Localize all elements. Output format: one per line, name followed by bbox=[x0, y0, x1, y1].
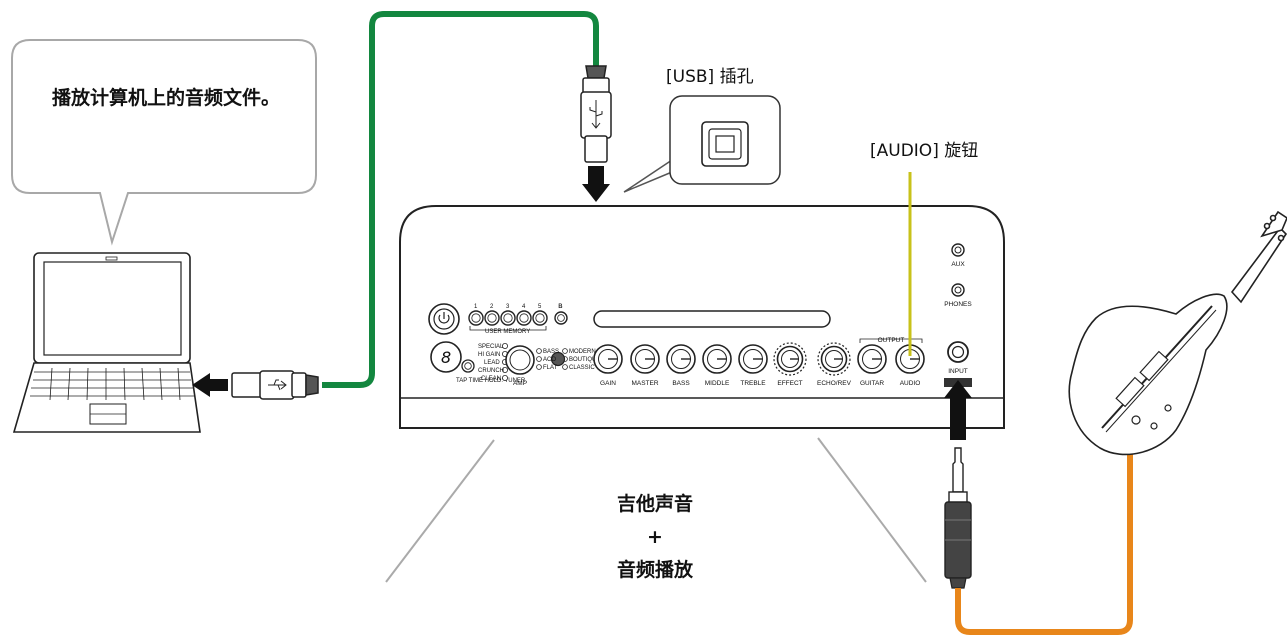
guide-line-right bbox=[817, 437, 927, 583]
knob-master bbox=[630, 344, 660, 374]
voicing-bass: BASS bbox=[543, 349, 559, 355]
laptop-icon bbox=[12, 252, 201, 433]
amp-type-special: SPECIAL bbox=[478, 344, 504, 350]
aux-jack bbox=[951, 243, 965, 257]
knob-echo-rev bbox=[817, 342, 851, 376]
aux-label: AUX bbox=[951, 261, 965, 268]
knob-label-bass: BASS bbox=[672, 380, 690, 387]
result-line-guitar-sound: 吉他声音 bbox=[616, 493, 693, 515]
voicing-boutique: BOUTIQUE bbox=[569, 357, 600, 363]
speech-bubble bbox=[11, 39, 317, 246]
knob-label-effect: EFFECT bbox=[777, 380, 802, 387]
knob-label-audio: AUDIO bbox=[900, 380, 921, 387]
knob-label-treble: TREBLE bbox=[740, 380, 766, 387]
knob-label-middle: MIDDLE bbox=[705, 380, 730, 387]
user-memory-label: USER MEMORY bbox=[485, 329, 530, 335]
voicing-classic: CLASSIC bbox=[569, 365, 595, 371]
amp-type-lead: LEAD bbox=[484, 360, 500, 366]
phones-label: PHONES bbox=[944, 301, 972, 308]
knob-label-guitar: GUITAR bbox=[860, 380, 884, 387]
memory-number-2: 2 bbox=[490, 304, 494, 310]
guitar-cable bbox=[955, 454, 1133, 635]
amp-type-higain: HI GAIN bbox=[478, 352, 500, 358]
knob-middle bbox=[702, 344, 732, 374]
memory-number-4: 4 bbox=[522, 304, 526, 310]
tap-tuner-display: 8 bbox=[430, 341, 475, 373]
knob-treble bbox=[738, 344, 768, 374]
svg-text:8: 8 bbox=[441, 348, 451, 367]
power-button bbox=[428, 303, 460, 335]
result-text: 吉他声音 + 音频播放 bbox=[580, 488, 730, 587]
usb-port-label: [USB] 插孔 bbox=[666, 67, 754, 87]
electric-guitar-icon bbox=[1068, 210, 1287, 456]
knob-bass bbox=[666, 344, 696, 374]
knob-effect bbox=[773, 342, 807, 376]
knob-label-echo-rev: ECHO/REV bbox=[817, 380, 852, 387]
input-label: INPUT bbox=[948, 368, 968, 375]
voicing-modern: MODERN bbox=[569, 349, 596, 355]
usb-plug-amp bbox=[580, 65, 612, 163]
bubble-text: 播放计算机上的音频文件。 bbox=[52, 87, 281, 109]
memory-number-3: 3 bbox=[506, 304, 510, 310]
memory-number-1: 1 bbox=[474, 304, 478, 310]
result-line-plus: + bbox=[647, 526, 663, 548]
voicing-flat: FLAT bbox=[543, 365, 558, 371]
knob-guitar bbox=[857, 344, 887, 374]
tap-tuner-label: TAP TIME HOLD: TUNER bbox=[456, 378, 526, 384]
arrow-down-icon bbox=[582, 166, 610, 202]
arrow-up-icon bbox=[944, 380, 972, 440]
knob-label-master: MASTER bbox=[631, 380, 658, 387]
usb-plug-laptop bbox=[231, 370, 319, 400]
amplifier bbox=[399, 205, 1005, 429]
result-line-audio-playback: 音频播放 bbox=[616, 559, 693, 581]
bluetooth-icon: ʙ bbox=[558, 301, 563, 310]
amp-label: AMP bbox=[513, 380, 527, 387]
guide-line-left bbox=[385, 439, 495, 583]
phones-jack bbox=[951, 283, 965, 297]
voicing-aco: ACO bbox=[543, 357, 556, 363]
voicing-leds bbox=[536, 348, 568, 370]
memory-number-5: 5 bbox=[538, 304, 542, 310]
user-memory-buttons bbox=[468, 310, 568, 331]
audio-knob-label: [AUDIO] 旋钮 bbox=[870, 141, 979, 161]
usb-port-callout bbox=[623, 95, 781, 193]
input-jack bbox=[947, 341, 969, 363]
arrow-left-icon bbox=[192, 373, 228, 397]
amp-knob bbox=[505, 345, 535, 375]
amp-type-crunch: CRUNCH bbox=[478, 368, 504, 374]
knob-gain bbox=[593, 344, 623, 374]
knob-label-gain: GAIN bbox=[600, 380, 616, 387]
usb-cable bbox=[322, 11, 599, 388]
voicing-button bbox=[550, 351, 566, 367]
output-label: OUTPUT bbox=[878, 337, 905, 344]
amp-type-clean: CLEAN bbox=[481, 376, 501, 382]
output-bracket bbox=[859, 338, 923, 343]
guitar-plug bbox=[944, 447, 972, 589]
